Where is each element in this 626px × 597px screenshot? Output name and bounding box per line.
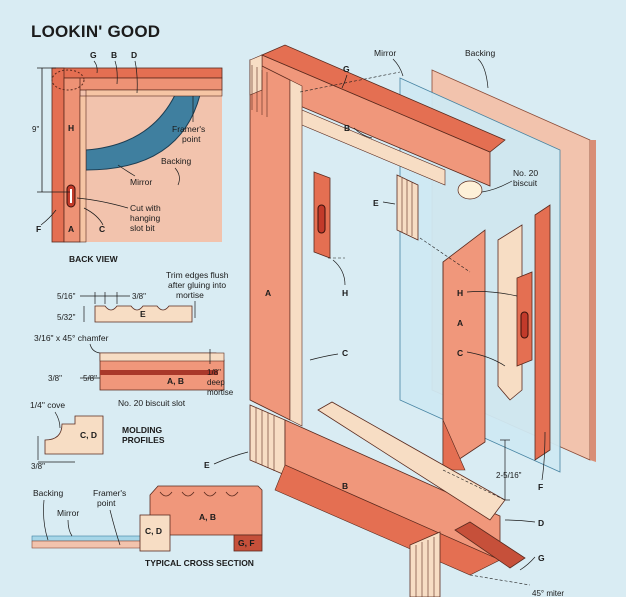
back-view-stile-a bbox=[63, 77, 81, 243]
exploded-rail-g-bottom bbox=[454, 521, 526, 569]
cross-section-backing bbox=[31, 540, 151, 549]
molding-profiles-group: E Trim edges flush after gluing into mor… bbox=[30, 270, 234, 471]
exploded-rail-d-bottom bbox=[317, 401, 506, 521]
exploded-biscuit bbox=[457, 180, 483, 200]
trim-note-1: Trim edges flush bbox=[166, 270, 229, 280]
back-view-slot-hole bbox=[70, 189, 72, 203]
back-view-slot-note-1: Cut with bbox=[130, 203, 161, 213]
back-view-label-h: H bbox=[68, 123, 74, 133]
cross-section-ab-label: A, B bbox=[199, 512, 216, 522]
cross-section-framers-1: Framer's bbox=[93, 488, 126, 498]
exploded-stile-g-right bbox=[534, 204, 551, 461]
back-view-slot-note-3: slot bit bbox=[130, 223, 155, 233]
exploded-biscuit-2: biscuit bbox=[513, 178, 538, 188]
profile-dim-3-8-bot: 3/8" bbox=[31, 462, 45, 471]
profile-dim-5-16: 5/16" bbox=[57, 292, 76, 301]
profile-e-label: E bbox=[140, 309, 146, 319]
exploded-dim-2-5-16: 2-5/16" bbox=[496, 471, 522, 480]
cross-section-cd bbox=[139, 514, 171, 552]
back-view-mirror-label: Mirror bbox=[130, 177, 152, 187]
back-view-caption: BACK VIEW bbox=[69, 254, 119, 264]
exploded-spacer-e-top bbox=[396, 174, 419, 241]
exploded-label-c2: C bbox=[457, 348, 463, 358]
cross-section-framers-2: point bbox=[97, 498, 116, 508]
profile-mortise-2: deep bbox=[207, 378, 225, 387]
cross-section-group: A, B C, D G, F Backing Mirror Framer's p… bbox=[31, 485, 263, 568]
back-view-rail-d bbox=[85, 89, 223, 97]
profile-cd-label: C, D bbox=[80, 430, 97, 440]
exploded-label-h1: H bbox=[342, 288, 348, 298]
profile-e-shape bbox=[94, 305, 193, 323]
exploded-corner-bottom bbox=[409, 531, 441, 597]
exploded-label-g2: G bbox=[538, 553, 545, 563]
back-view-stile-c bbox=[79, 95, 87, 243]
exploded-miter-label: 45° miter bbox=[532, 589, 564, 597]
exploded-label-g1: G bbox=[343, 64, 350, 74]
exploded-spacer-e-bottom bbox=[249, 404, 286, 476]
profile-cove-label: 1/4" cove bbox=[30, 400, 65, 410]
exploded-hanger-slot bbox=[317, 204, 326, 234]
exploded-label-d2: D bbox=[538, 518, 544, 528]
molding-profiles-caption-1: MOLDING bbox=[122, 425, 163, 435]
exploded-label-f2: F bbox=[538, 482, 543, 492]
profile-dim-3-8-mid: 3/8" bbox=[48, 374, 62, 383]
exploded-label-c1: C bbox=[342, 348, 348, 358]
back-view-label-a: A bbox=[68, 224, 74, 234]
back-view-slot-note-2: hanging bbox=[130, 213, 161, 223]
exploded-view-group: Mirror Backing No. 20 biscuit G B E A H … bbox=[204, 44, 596, 597]
profile-mortise-1: 1/8" bbox=[207, 368, 221, 377]
exploded-label-e1: E bbox=[373, 198, 379, 208]
exploded-stile-c bbox=[289, 79, 303, 427]
exploded-label-e2: E bbox=[204, 460, 210, 470]
exploded-label-a2: A bbox=[457, 318, 463, 328]
back-view-label-b: B bbox=[111, 50, 117, 60]
back-view-framers-point-1: Framer's bbox=[172, 124, 205, 134]
cross-section-gf-label: G, F bbox=[238, 538, 255, 548]
cross-section-mirror bbox=[31, 535, 151, 542]
profile-dim-5-32: 5/32" bbox=[57, 313, 76, 322]
back-view-label-f: F bbox=[36, 224, 41, 234]
exploded-label-h2: H bbox=[457, 288, 463, 298]
cross-section-cd-label: C, D bbox=[145, 526, 162, 536]
profile-ab-label: A, B bbox=[167, 376, 184, 386]
profile-dim-3-8-top: 3/8" bbox=[132, 292, 146, 301]
back-view-panel: 9" G B D H A C F Framer's point Backing … bbox=[32, 50, 223, 264]
profile-dim-5-8: 5/8" bbox=[83, 374, 97, 383]
exploded-backing-label: Backing bbox=[465, 48, 496, 58]
profile-chamfer-label: 3/16" x 45° chamfer bbox=[34, 333, 109, 343]
back-view-backing-label: Backing bbox=[161, 156, 192, 166]
exploded-label-b1: B bbox=[344, 123, 350, 133]
exploded-stile-a bbox=[249, 59, 291, 421]
profile-mortise-3: mortise bbox=[207, 388, 234, 397]
exploded-label-a1: A bbox=[265, 288, 271, 298]
diagram-title: LOOKIN' GOOD bbox=[31, 22, 161, 41]
back-view-dim-9in: 9" bbox=[32, 125, 39, 134]
exploded-mirror-label: Mirror bbox=[374, 48, 396, 58]
cross-section-mirror-label: Mirror bbox=[57, 508, 79, 518]
molding-profiles-caption-2: PROFILES bbox=[122, 435, 165, 445]
profile-biscuit-slot-label: No. 20 biscuit slot bbox=[118, 398, 186, 408]
cross-section-caption: TYPICAL CROSS SECTION bbox=[145, 558, 254, 568]
profile-biscuit-slot bbox=[100, 370, 218, 375]
back-view-framers-point-2: point bbox=[182, 134, 201, 144]
back-view-miter-oval bbox=[51, 69, 85, 91]
trim-note-3: mortise bbox=[176, 290, 204, 300]
back-view-label-d: D bbox=[131, 50, 137, 60]
back-view-label-g: G bbox=[90, 50, 97, 60]
exploded-rail-g-top bbox=[260, 44, 506, 153]
exploded-biscuit-1: No. 20 bbox=[513, 168, 538, 178]
cross-section-backing-label: Backing bbox=[33, 488, 64, 498]
back-view-stile-f bbox=[51, 67, 65, 243]
back-view-rail-b bbox=[77, 77, 223, 91]
cross-section-gf bbox=[233, 534, 263, 552]
exploded-label-b2: B bbox=[342, 481, 348, 491]
trim-note-2: after gluing into bbox=[168, 280, 226, 290]
back-view-label-c: C bbox=[99, 224, 105, 234]
profile-cd-shape bbox=[44, 415, 104, 455]
